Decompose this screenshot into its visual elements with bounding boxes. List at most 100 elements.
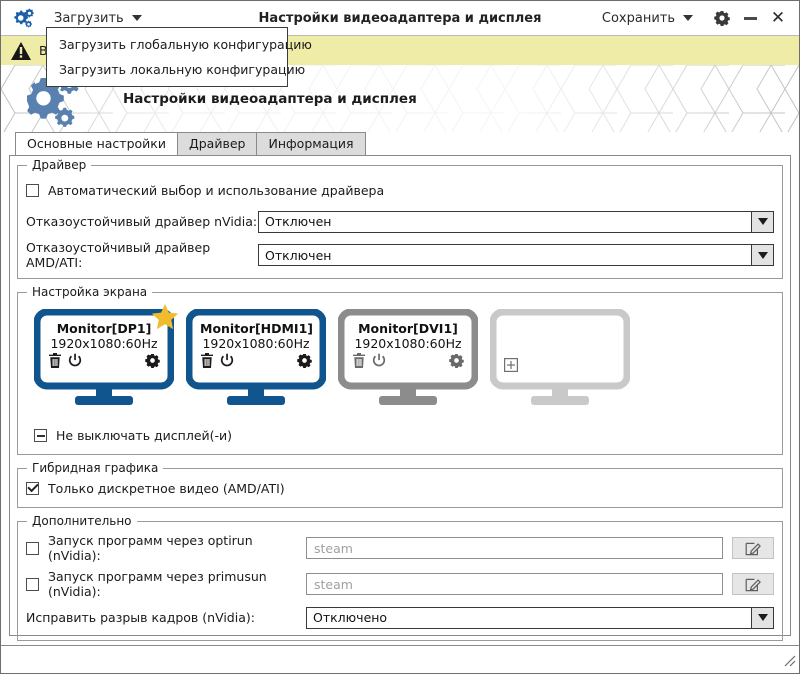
primusrun-checkbox[interactable] [26, 577, 39, 591]
monitor-actions [200, 353, 312, 372]
tearfree-value: Отключено [313, 610, 388, 625]
tab-bar: Основные настройки Драйвер Информация [1, 132, 799, 155]
keep-displays-on-row: Не выключать дисплей(-и) [26, 423, 774, 448]
nvidia-fallback-row: Отказоустойчивый драйвер nVidia: Отключе… [26, 209, 774, 234]
load-dropdown-menu[interactable]: Загрузить глобальную конфигурацию Загруз… [46, 27, 312, 87]
optirun-label: Запуск программ через optirun (nVidia): [48, 533, 253, 563]
tab-main-settings[interactable]: Основные настройки [15, 132, 178, 155]
auto-driver-row: Автоматический выбор и использование дра… [26, 178, 774, 203]
amd-fallback-value: Отключен [265, 247, 332, 263]
keep-displays-on-label: Не выключать дисплей(-и) [56, 428, 233, 443]
monitor-name: Monitor[DP1] [56, 321, 152, 336]
tearfree-combobox[interactable]: Отключено [306, 606, 774, 629]
tab-information[interactable]: Информация [256, 132, 366, 155]
monitor-card-dvi1[interactable]: Monitor[DVI1] 1920x1080:60Hz [337, 308, 479, 413]
menu-item-local-config[interactable]: Загрузить локальную конфигурацию [59, 62, 306, 77]
close-button[interactable]: ✕ [765, 6, 791, 30]
load-menu-button[interactable]: Загрузить [48, 8, 148, 29]
primusrun-label: Запуск программ через primusun (nVidia): [48, 569, 267, 599]
monitor-graphic [337, 308, 479, 405]
gear-icon [714, 11, 730, 26]
auto-driver-checkbox[interactable] [26, 184, 39, 197]
plus-box-icon[interactable] [504, 357, 519, 376]
primusrun-edit-button[interactable] [732, 573, 774, 595]
monitor-card-dp1[interactable]: Monitor[DP1] 1920x1080:60Hz [33, 304, 179, 413]
monitor-actions [352, 353, 464, 372]
optirun-input[interactable]: steam [306, 537, 723, 559]
minimize-icon [743, 16, 757, 20]
warning-triangle-icon [11, 41, 31, 60]
gear-icon[interactable] [449, 353, 464, 372]
minimize-button[interactable] [737, 6, 763, 30]
load-menu-label: Загрузить [54, 10, 124, 26]
status-bar [1, 645, 799, 673]
hybrid-group-legend: Гибридная графика [27, 461, 164, 475]
gear-icon[interactable] [145, 353, 160, 372]
additional-group-legend: Дополнительно [27, 514, 137, 528]
monitor-resolution: 1920x1080:60Hz [50, 336, 158, 351]
gears-icon [10, 6, 34, 30]
power-icon[interactable] [372, 353, 386, 372]
screen-group-legend: Настройка экрана [27, 285, 153, 299]
tearfree-row: Исправить разрыв кадров (nVidia): Отключ… [26, 605, 774, 630]
chevron-down-icon[interactable] [751, 245, 773, 265]
amd-fallback-label: Отказоустойчивый драйвер AMD/ATI: [26, 240, 211, 270]
save-menu-button[interactable]: Сохранить [596, 8, 699, 29]
add-monitor-card[interactable] [489, 308, 631, 413]
monitor-graphic [185, 308, 327, 405]
optirun-row: Запуск программ через optirun (nVidia): … [26, 533, 774, 563]
edit-pencil-icon [745, 542, 761, 556]
monitor-resolution: 1920x1080:60Hz [202, 336, 310, 351]
driver-group-legend: Драйвер [27, 158, 92, 172]
trash-icon[interactable] [352, 353, 366, 372]
optirun-placeholder: steam [314, 540, 353, 556]
nvidia-fallback-label: Отказоустойчивый драйвер nVidia: [26, 214, 258, 229]
tab-content-panel: Драйвер Автоматический выбор и использов… [9, 155, 791, 641]
primary-monitor-star-icon [150, 303, 180, 337]
trash-icon[interactable] [48, 353, 62, 372]
power-icon[interactable] [68, 353, 82, 372]
gear-icon[interactable] [297, 353, 312, 372]
monitor-graphic [33, 308, 175, 405]
optirun-checkbox[interactable] [26, 541, 39, 555]
monitor-name: Monitor[DVI1] [358, 321, 458, 336]
hybrid-graphics-group: Гибридная графика Только дискретное виде… [17, 461, 783, 508]
tab-driver[interactable]: Драйвер [176, 132, 258, 155]
monitor-actions [48, 353, 160, 372]
discrete-only-row: Только дискретное видео (AMD/ATI) [26, 478, 774, 498]
chevron-down-icon[interactable] [751, 211, 773, 232]
power-icon[interactable] [220, 353, 234, 372]
amd-fallback-row: Отказоустойчивый драйвер AMD/ATI: Отключ… [26, 240, 774, 270]
driver-group: Драйвер Автоматический выбор и использов… [17, 158, 783, 279]
optirun-edit-button[interactable] [732, 537, 774, 559]
settings-button[interactable] [709, 6, 735, 30]
nvidia-fallback-combobox[interactable]: Отключен [258, 210, 774, 233]
save-menu-label: Сохранить [601, 10, 675, 26]
amd-fallback-combobox[interactable]: Отключен [258, 244, 774, 266]
primusrun-row: Запуск программ через primusun (nVidia):… [26, 569, 774, 599]
discrete-only-label: Только дискретное видео (AMD/ATI) [48, 480, 285, 496]
chevron-down-icon[interactable] [751, 607, 773, 628]
primusrun-input[interactable]: steam [306, 573, 723, 595]
additional-group: Дополнительно Запуск программ через opti… [17, 514, 783, 641]
discrete-only-checkbox[interactable] [26, 481, 39, 495]
banner-title: Настройки видеоадаптера и дисплея [123, 90, 417, 107]
title-bar-controls: Сохранить ✕ [596, 6, 799, 30]
monitor-list: Monitor[DP1] 1920x1080:60Hz [26, 303, 774, 415]
monitor-card-hdmi1[interactable]: Monitor[HDMI1] 1920x1080:60Hz [185, 308, 327, 413]
close-icon: ✕ [770, 7, 786, 28]
monitor-name: Monitor[HDMI1] [200, 321, 313, 336]
auto-driver-label: Автоматический выбор и использование дра… [48, 183, 385, 198]
trash-icon[interactable] [200, 353, 214, 372]
chevron-down-icon [683, 15, 693, 21]
monitor-graphic [489, 308, 631, 405]
tearfree-label: Исправить разрыв кадров (nVidia): [26, 610, 255, 625]
edit-pencil-icon [745, 578, 761, 592]
keep-displays-on-checkbox[interactable] [34, 429, 47, 442]
chevron-down-icon [131, 15, 142, 21]
warning-text: В [39, 43, 48, 58]
screen-settings-group: Настройка экрана Monitor[DP1] 1920x1080:… [17, 285, 783, 455]
resize-grip-icon[interactable] [782, 652, 796, 671]
menu-item-global-config[interactable]: Загрузить глобальную конфигурацию [59, 37, 312, 52]
